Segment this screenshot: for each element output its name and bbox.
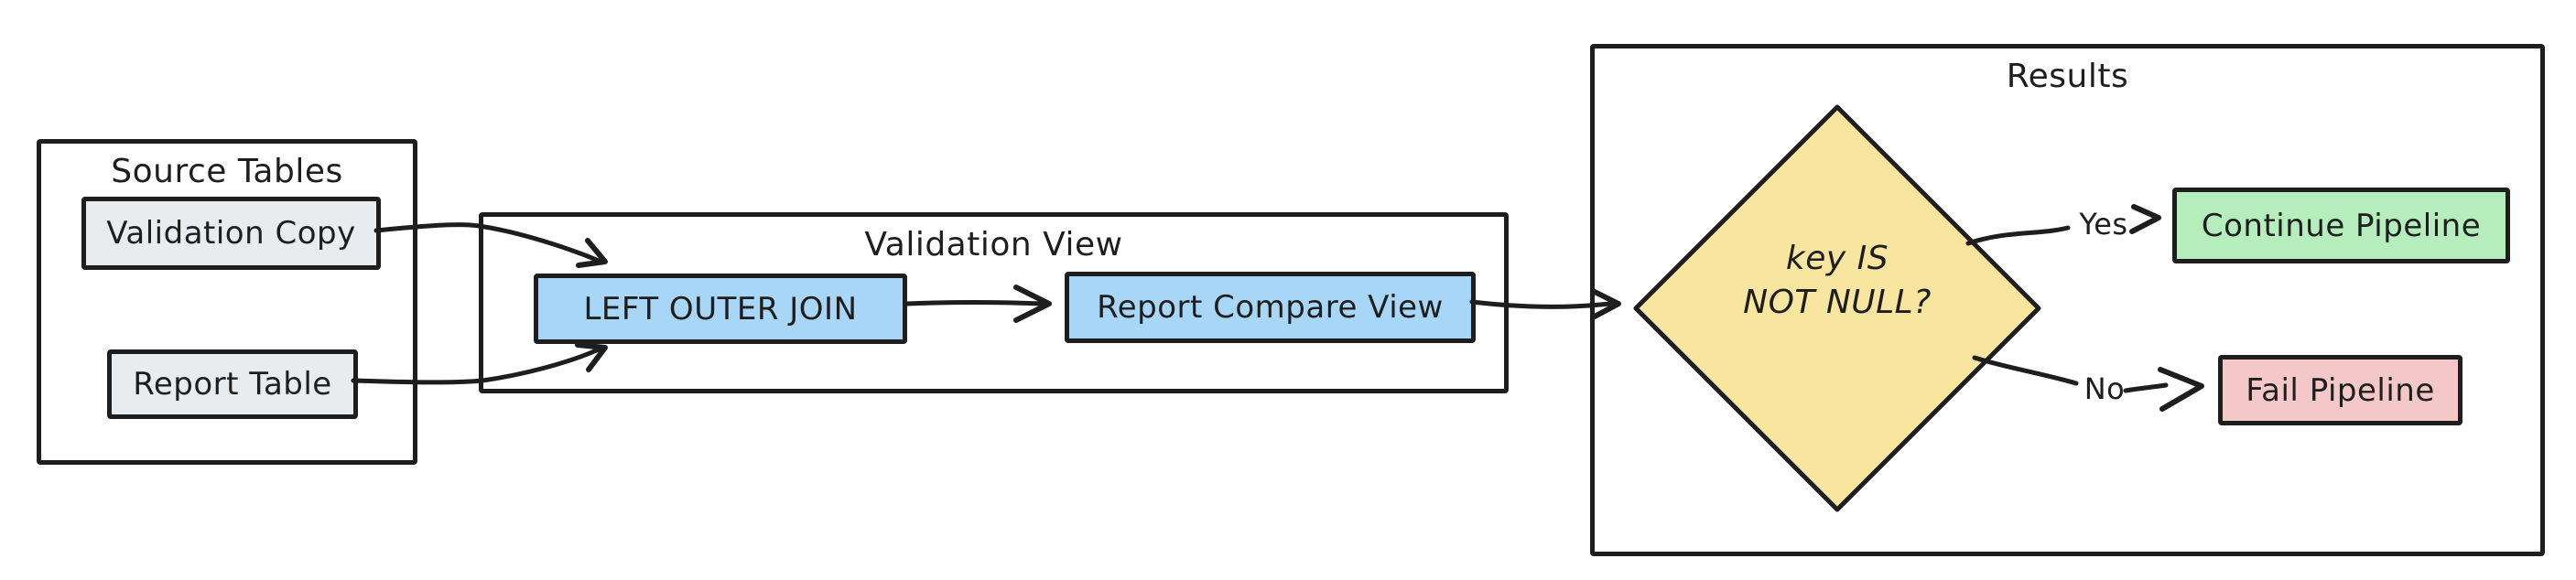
group-title-validation-view: Validation View xyxy=(864,226,1123,263)
node-report-table-label: Report Table xyxy=(133,366,332,403)
node-continue-pipeline-label: Continue Pipeline xyxy=(2201,207,2482,244)
edge-label-no: No xyxy=(2084,371,2126,406)
decision-label-line2: NOT NULL? xyxy=(1743,284,1932,321)
group-results: Results key IS NOT NULL? Continue Pipeli… xyxy=(1590,44,2545,556)
node-report-compare-view: Report Compare View xyxy=(1065,272,1476,343)
edge-label-yes: Yes xyxy=(2079,207,2128,242)
node-report-table: Report Table xyxy=(107,349,358,419)
node-left-outer-join: LEFT OUTER JOIN xyxy=(534,274,907,344)
group-source-tables: Source Tables Validation Copy Report Tab… xyxy=(37,139,417,465)
node-validation-copy: Validation Copy xyxy=(81,197,381,270)
decision-label-line1: key IS xyxy=(1785,240,1889,278)
group-title-results: Results xyxy=(2006,58,2129,95)
node-validation-copy-label: Validation Copy xyxy=(106,215,356,252)
node-decision-label: key IS NOT NULL? xyxy=(1672,235,2002,327)
node-fail-pipeline-label: Fail Pipeline xyxy=(2246,371,2435,409)
node-left-outer-join-label: LEFT OUTER JOIN xyxy=(583,290,858,328)
node-fail-pipeline: Fail Pipeline xyxy=(2218,355,2462,425)
group-validation-view: Validation View LEFT OUTER JOIN Report C… xyxy=(479,212,1509,393)
node-report-compare-view-label: Report Compare View xyxy=(1097,289,1444,326)
group-title-source-tables: Source Tables xyxy=(111,153,343,190)
node-continue-pipeline: Continue Pipeline xyxy=(2172,188,2510,263)
